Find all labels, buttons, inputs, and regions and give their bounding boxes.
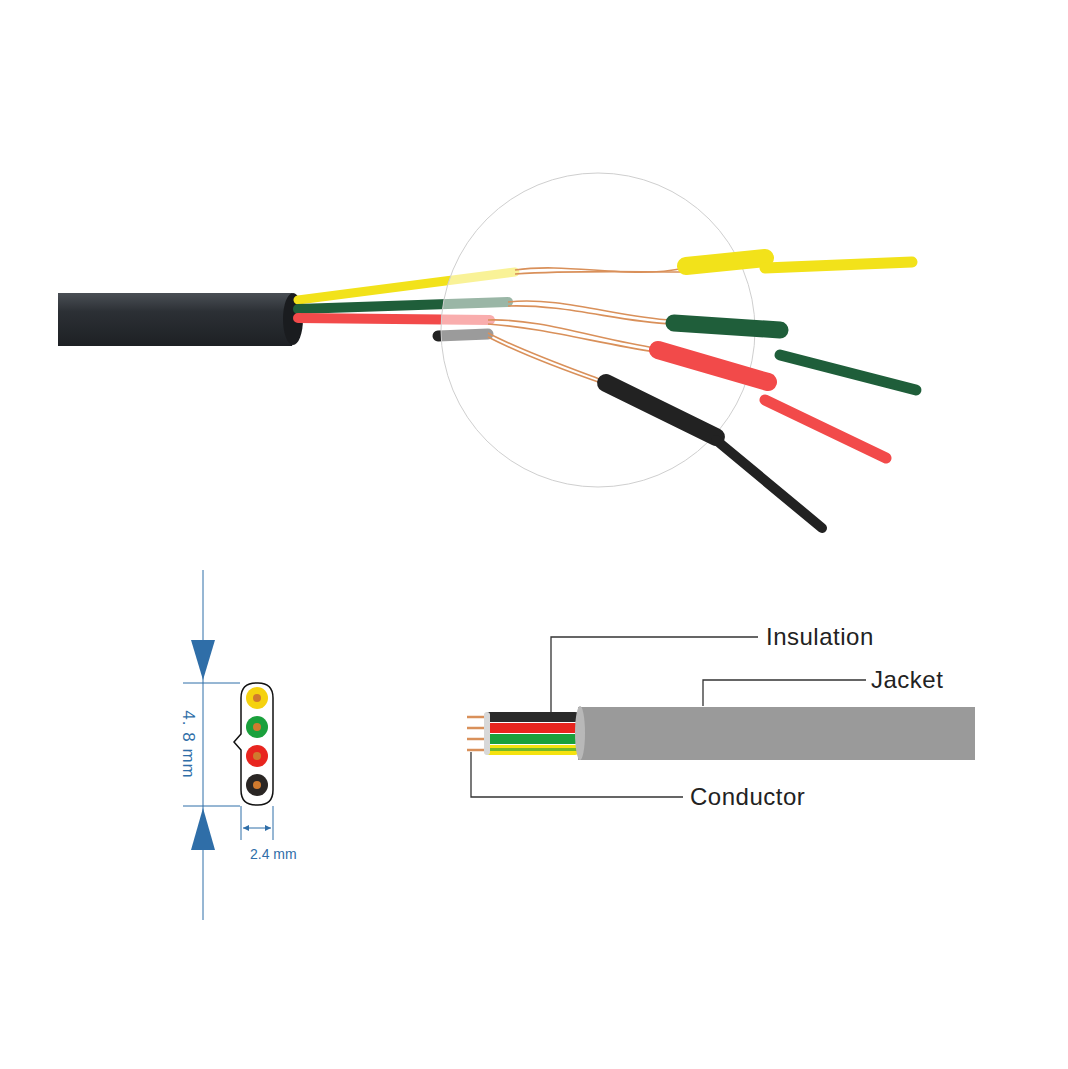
dimension-label: 2.4 mm xyxy=(250,847,297,861)
cable-jacket xyxy=(58,293,298,346)
copper-strands xyxy=(488,268,685,384)
part-label: Insulation xyxy=(766,625,874,649)
side-view xyxy=(467,637,975,797)
part-label: Jacket xyxy=(871,668,943,692)
dimension-label: 4. 8 mm xyxy=(180,710,197,778)
part-label: Conductor xyxy=(690,785,805,809)
